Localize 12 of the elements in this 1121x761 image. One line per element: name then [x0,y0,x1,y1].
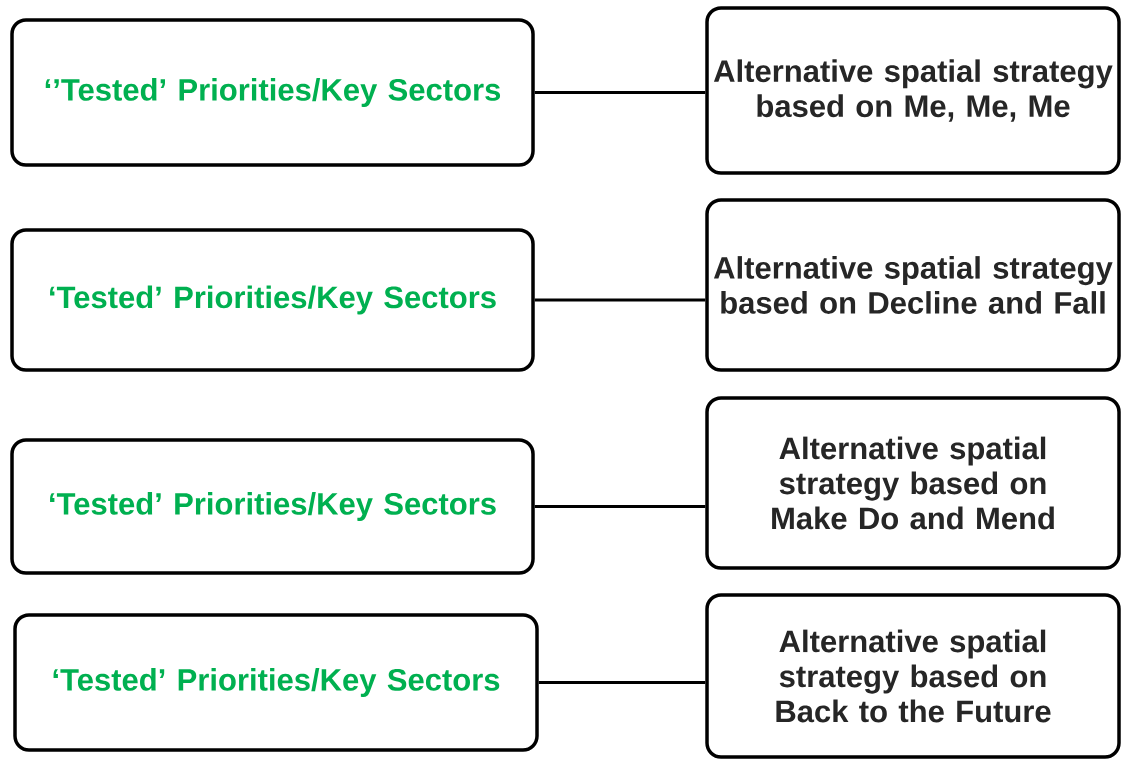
strategy-box: Alternative spatial strategy based on Decline and Fall [705,198,1121,372]
priority-box: ‘Tested’ Priorities/Key Sectors [10,438,535,575]
priority-box: ‘Tested’ Priorities/Key Sectors [13,613,539,752]
connector-line [534,91,706,94]
connector-line [534,298,706,302]
priority-box: ‘’Tested’ Priorities/Key Sectors [10,18,535,167]
strategy-box: Alternative spatial strategy based on Make Do and Mend [705,396,1121,570]
priority-box: ‘Tested’ Priorities/Key Sectors [10,228,535,372]
strategy-box: Alternative spatial strategy based on Me, Me, Me [705,6,1121,175]
connector-line [534,505,706,508]
strategy-box: Alternative spatial strategy based on Back to the Future [705,593,1121,759]
connector-line [538,681,706,684]
